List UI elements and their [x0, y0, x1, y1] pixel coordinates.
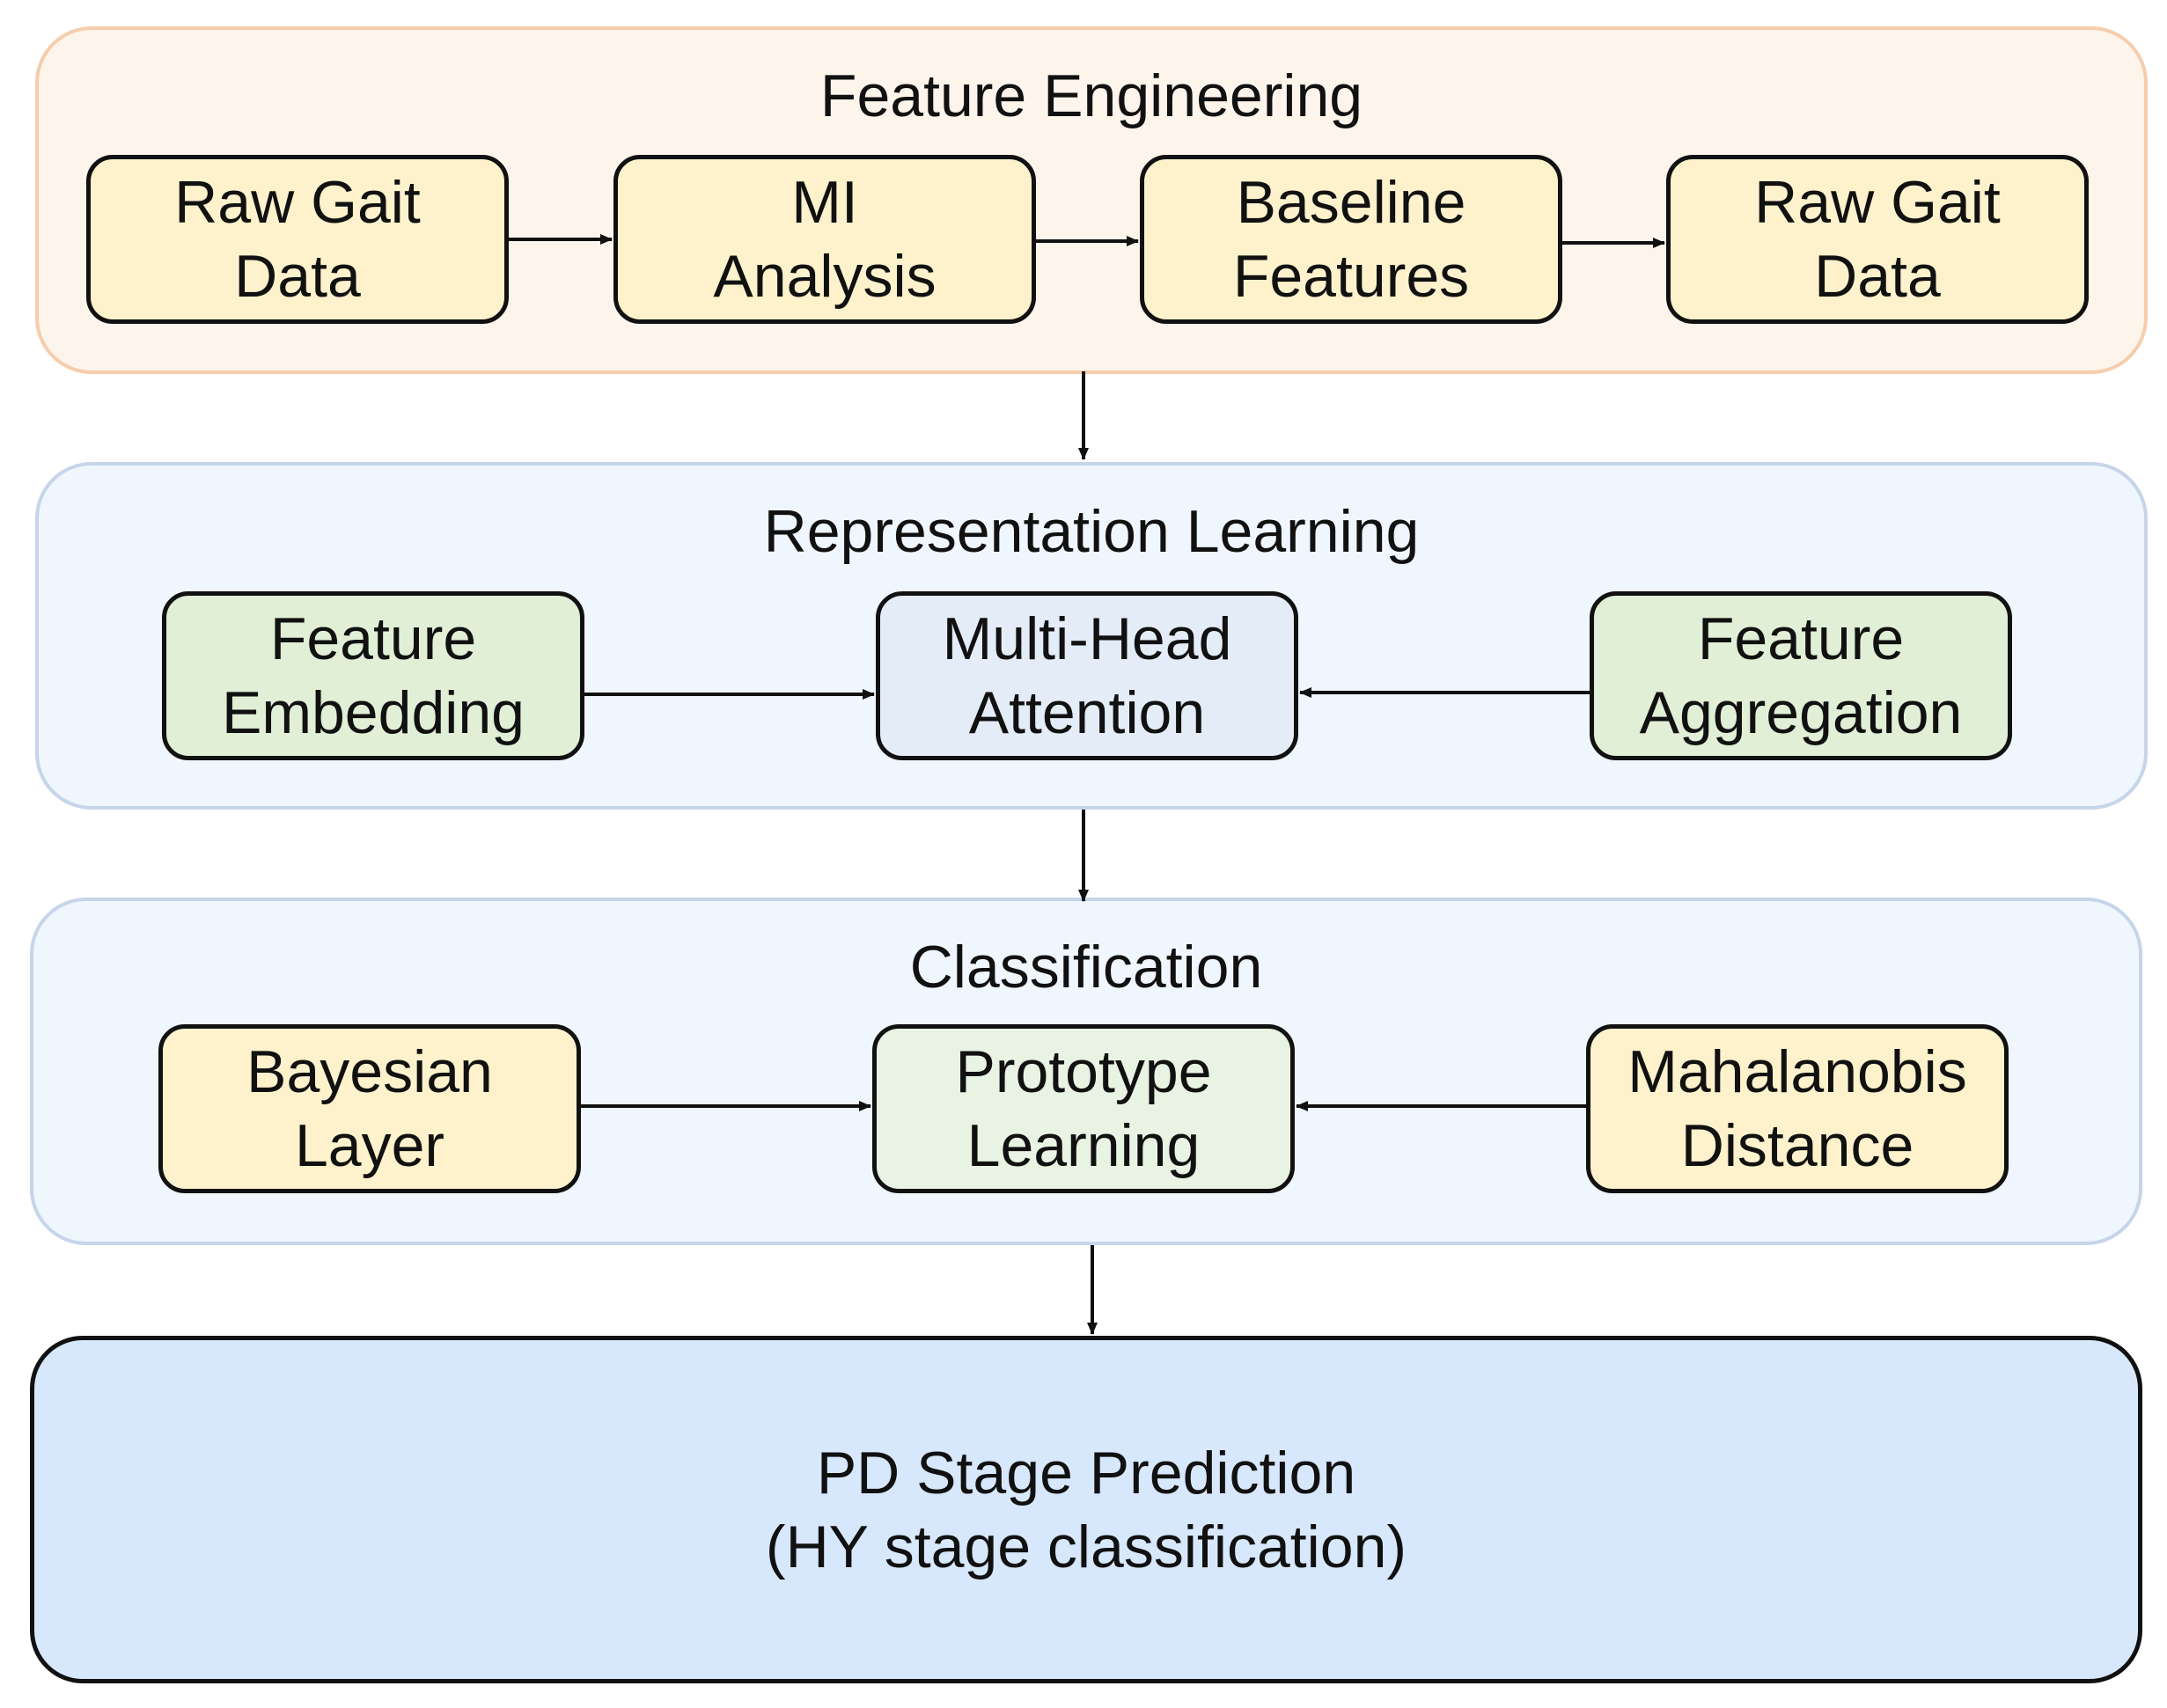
feature-embedding-box: Feature Embedding [162, 591, 584, 760]
box-label-line2: Aggregation [1639, 679, 1963, 746]
baseline-features-box: Baseline Features [1140, 155, 1562, 324]
feature-aggregation-box: Feature Aggregation [1590, 591, 2012, 760]
mi-analysis-box: MI Analysis [613, 155, 1036, 324]
mahalanobis-distance-box: Mahalanobis Distance [1586, 1024, 2009, 1193]
box-label-line2: Layer [294, 1112, 445, 1179]
box-label-line2: Data [234, 243, 361, 310]
box-label-line1: Feature [269, 605, 477, 672]
prototype-learning-box: Prototype Learning [872, 1024, 1295, 1193]
box-label-line2: Embedding [221, 679, 525, 746]
raw-gait-data-box-2: Raw Gait Data [1666, 155, 2089, 324]
box-label-line2: Data [1814, 243, 1941, 310]
pd-stage-prediction-box: PD Stage Prediction (HY stage classifica… [30, 1336, 2142, 1683]
feature-engineering-title: Feature Engineering [819, 62, 1363, 129]
box-label-line1: Multi-Head [942, 605, 1232, 672]
box-label-line1: MI [791, 169, 858, 236]
multi-head-attention-box: Multi-Head Attention [876, 591, 1298, 760]
output-label-line1: PD Stage Prediction [816, 1439, 1356, 1506]
box-label-line1: Bayesian [246, 1038, 493, 1105]
box-label-line1: Feature [1697, 605, 1905, 672]
box-label-line2: Features [1232, 243, 1470, 310]
box-label-line2: Attention [968, 679, 1206, 746]
output-label-line2: (HY stage classification) [765, 1513, 1407, 1580]
box-label-line1: Mahalanobis [1627, 1038, 1967, 1105]
box-label-line2: Analysis [713, 243, 937, 310]
representation-learning-title: Representation Learning [763, 498, 1420, 565]
box-label-line1: Baseline [1236, 169, 1466, 236]
box-label-line2: Distance [1680, 1112, 1914, 1179]
box-label-line1: Raw Gait [174, 169, 421, 236]
box-label-line1: Prototype [955, 1038, 1212, 1105]
box-label-line2: Learning [966, 1112, 1201, 1179]
raw-gait-data-box: Raw Gait Data [86, 155, 509, 324]
box-label-line1: Raw Gait [1754, 169, 2001, 236]
classification-title: Classification [909, 934, 1263, 1001]
bayesian-layer-box: Bayesian Layer [158, 1024, 581, 1193]
